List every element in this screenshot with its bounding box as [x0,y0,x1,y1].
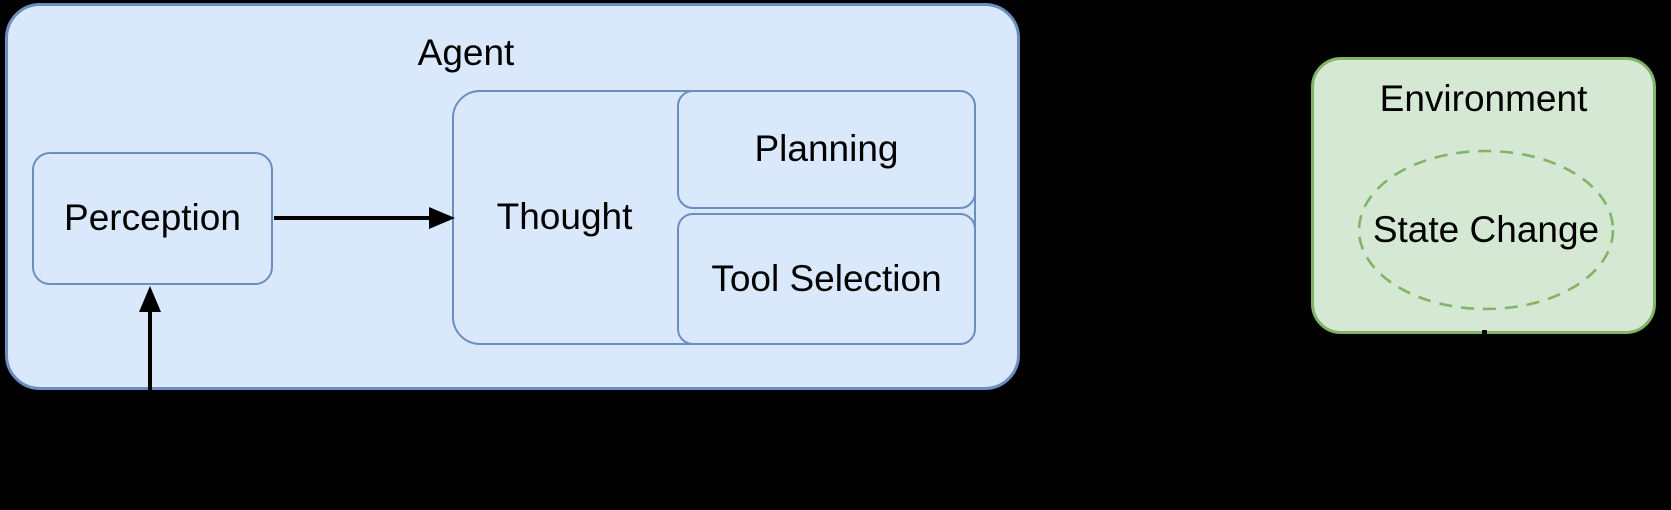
arrow-up-to-perception-shaft [148,308,152,392]
perception-node: Perception [32,152,273,285]
environment-title: Environment [1379,77,1588,119]
agent-title: Agent [417,31,515,73]
tool-selection-node: Tool Selection [677,213,976,345]
perception-label: Perception [64,197,241,239]
environment-connector-dot [1482,330,1487,335]
tool-selection-label: Tool Selection [711,257,942,299]
state-change-ellipse [1357,149,1615,311]
thought-label: Thought [496,196,633,238]
arrow-perception-to-thought-head [429,207,455,229]
arrow-up-to-perception-head [139,286,161,312]
planning-label: Planning [754,128,899,170]
arrow-perception-to-thought-shaft [274,216,430,220]
planning-node: Planning [677,90,976,209]
state-change-label: State Change [1372,208,1600,250]
